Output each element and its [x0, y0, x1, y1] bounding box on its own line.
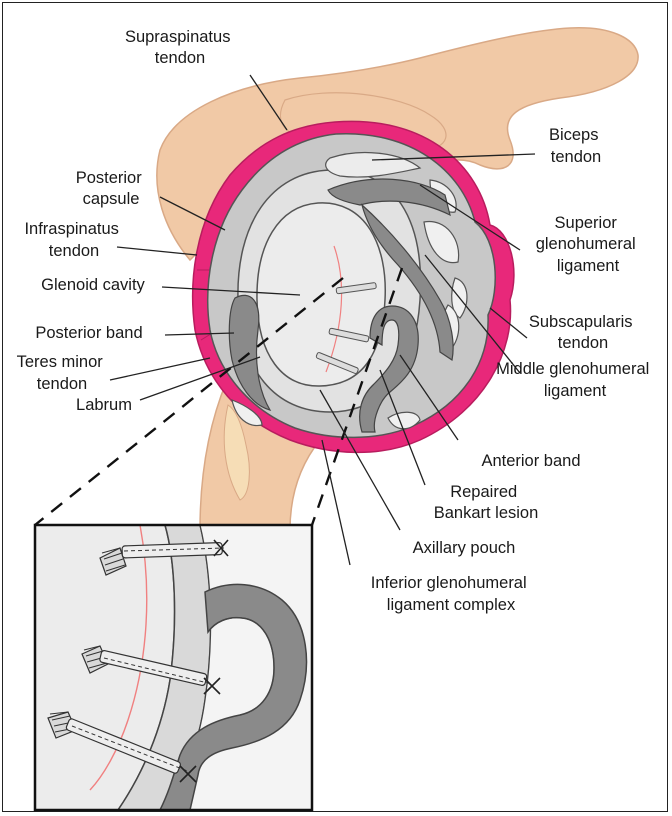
label-posterior-capsule: Posterior capsule	[76, 169, 147, 208]
label-labrum: Labrum	[76, 396, 132, 414]
label-infraspinatus: Infraspinatus tendon	[24, 220, 123, 260]
label-subscapularis: Subscapularis tendon	[529, 313, 637, 352]
zoom-inset	[35, 525, 312, 810]
label-supraspinatus: Supraspinatus tendon	[125, 28, 235, 67]
label-middle-gh: Middle glenohumeral ligament	[496, 360, 654, 400]
leader-teres-minor	[110, 358, 210, 380]
label-axillary: Axillary pouch	[413, 539, 516, 557]
label-posterior-band: Posterior band	[35, 324, 142, 342]
label-glenoid: Glenoid cavity	[41, 276, 145, 294]
label-bankart: Repaired Bankart lesion	[434, 483, 539, 522]
label-biceps: Biceps tendon	[549, 126, 603, 166]
label-inferior-gh: Inferior glenohumeral ligament complex	[371, 574, 532, 614]
joint-capsule	[208, 134, 495, 438]
label-teres-minor: Teres minor tendon	[17, 353, 108, 393]
label-superior-gh: Superior glenohumeral ligament	[536, 214, 641, 275]
label-anterior-band: Anterior band	[481, 452, 580, 470]
